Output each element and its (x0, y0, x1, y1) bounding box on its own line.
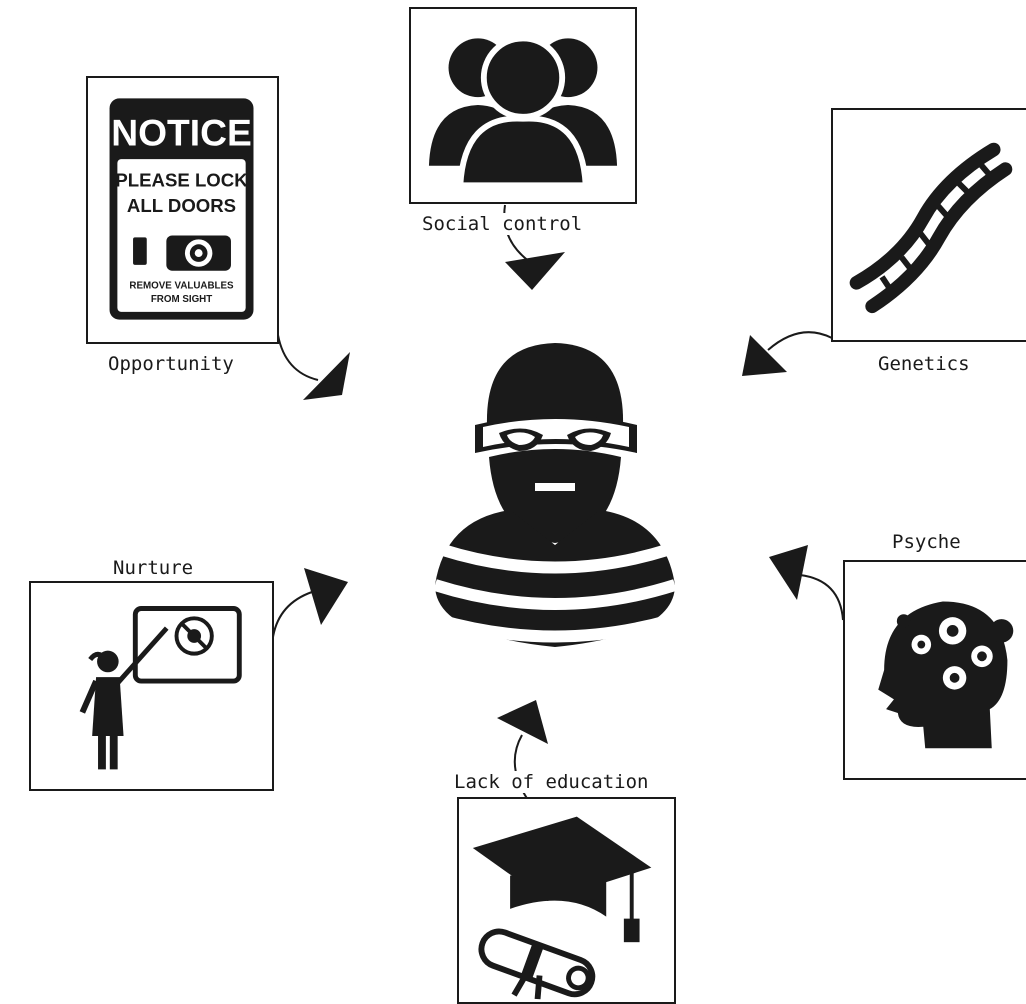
people-group-icon (428, 35, 618, 189)
arrow-curve-education (513, 734, 529, 801)
graduation-cap-diploma-icon (472, 816, 652, 1000)
arrowhead-education (497, 700, 548, 744)
lack-of-education-box (457, 797, 676, 1004)
camera-icon (166, 235, 231, 271)
label-psyche: Psyche (892, 531, 961, 553)
arrowhead-genetics (742, 335, 787, 376)
genetics-box (831, 108, 1026, 342)
label-social-control: Social control (422, 213, 583, 235)
arrowhead-social-control (505, 252, 565, 290)
arrow-curve-nurture (271, 591, 313, 646)
social-control-box (409, 7, 637, 204)
notice-title: NOTICE (111, 111, 252, 153)
phone-icon (133, 237, 147, 265)
notice-line-2: ALL DOORS (127, 195, 236, 216)
notice-line-4: FROM SIGHT (151, 294, 212, 305)
notice-line-1: PLEASE LOCK (115, 169, 248, 190)
notice-line-3: REMOVE VALUABLES (129, 280, 234, 291)
label-genetics: Genetics (878, 353, 970, 375)
opportunity-box: NOTICE PLEASE LOCK ALL DOORS REMOVE VALU… (86, 76, 279, 344)
label-lack-of-education: Lack of education (454, 771, 649, 793)
head-gears-icon (878, 601, 1014, 749)
dna-helix-icon (849, 142, 1013, 314)
arrow-curve-genetics (767, 331, 833, 351)
arrow-curve-psyche (799, 574, 844, 621)
arrowhead-nurture (304, 568, 348, 625)
notice-sign-icon: NOTICE PLEASE LOCK ALL DOORS REMOVE VALU… (109, 98, 254, 320)
arrowhead-psyche (769, 545, 808, 600)
label-opportunity: Opportunity (108, 353, 234, 375)
label-nurture: Nurture (113, 557, 194, 579)
psyche-box (843, 560, 1026, 780)
arrow-curve-opportunity (277, 334, 319, 381)
arrowhead-opportunity (303, 352, 350, 400)
burglar-icon (433, 343, 677, 647)
nurture-box (29, 581, 274, 791)
arrow-curve-social-control (503, 204, 531, 263)
teacher-board-icon (79, 606, 242, 770)
